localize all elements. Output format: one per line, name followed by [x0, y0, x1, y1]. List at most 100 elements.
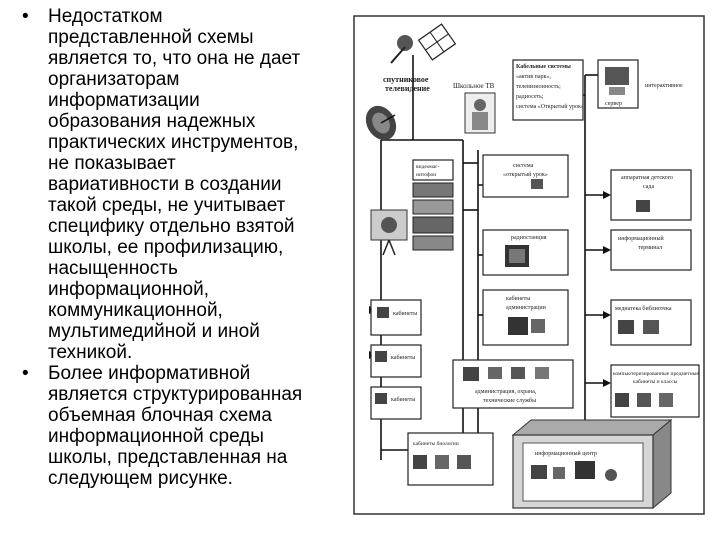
computer-icon	[508, 317, 528, 335]
tv-icon	[636, 200, 650, 212]
satellite-dish-icon	[365, 105, 397, 141]
bullet-line: информационной среды	[48, 426, 264, 447]
bullet-line: объемная блочная схема	[48, 405, 272, 426]
tv-icon	[375, 351, 387, 362]
computer-icon	[488, 367, 502, 379]
bullet-line: вариативности в создании	[48, 174, 282, 195]
tv-icon	[575, 461, 595, 479]
bullet-line: такой среды, не учитывает	[48, 195, 286, 216]
bullet-line: является то, что она не дает	[48, 48, 301, 69]
bullet-line: школы, представленная на	[48, 447, 288, 468]
computer-icon	[659, 393, 673, 407]
bullet-line: Недостатком	[48, 6, 163, 27]
disc-icon	[605, 469, 617, 481]
server-monitor-icon	[605, 67, 629, 85]
school-tv-label: Школьное ТВ	[453, 82, 495, 90]
bullet-line: не показывает	[48, 153, 176, 174]
computer-classes-box: компьютеризированные предметные кабинеты…	[610, 364, 700, 418]
cabinets-bottom-box: кабинеты биологии	[407, 432, 494, 486]
radio-station-label: радиостанция	[511, 235, 547, 241]
radio-station-box: радиостанция	[482, 229, 569, 276]
cabinets-box-2: кабинеты	[370, 344, 422, 378]
bullet-line: мультимедийной и иной	[48, 321, 260, 342]
bullet-line: представленной схемы	[48, 27, 254, 48]
open-lesson-label: система	[513, 163, 534, 169]
bullet-item-1: • Недостатком представленной схемы являе…	[22, 6, 352, 363]
computer-classes-label: компьютеризированные предметные	[613, 371, 699, 377]
admin-offices-label: кабинеты	[506, 295, 530, 302]
library-label: медиатека библиотека	[615, 305, 672, 312]
administration-label: технические службы	[483, 397, 536, 404]
bullet-line: информационной,	[48, 279, 210, 300]
district-hardware-label: сада	[643, 184, 654, 190]
bullet-marker: •	[22, 363, 29, 384]
projector-icon	[370, 209, 408, 256]
bullet-line: информатизации	[48, 90, 200, 111]
open-lesson-box: система «открытый урок»	[482, 154, 569, 198]
cabinets-label: кабинеты	[391, 354, 415, 361]
school-info-environment-diagram: спутниковое телевидение Школьное ТВ Кабе…	[353, 15, 705, 515]
satellite-icon	[390, 23, 457, 64]
bullet-list: • Недостатком представленной схемы являе…	[22, 6, 352, 489]
cabinets-bottom-label: кабинеты биологии	[413, 440, 459, 447]
cable-systems-label: телевизионность;	[516, 84, 561, 90]
bullet-line: Более информативной	[48, 363, 251, 384]
bullet-line: школы, ее профилизацию,	[48, 237, 284, 258]
tv-icon	[375, 393, 387, 404]
computer-icon	[511, 367, 525, 379]
open-lesson-label: «открытый урок»	[503, 171, 548, 178]
computer-icon	[435, 455, 449, 469]
computer-icon	[618, 320, 634, 334]
computer-icon	[463, 367, 479, 381]
computer-icon	[637, 393, 651, 407]
presenter-icon	[464, 92, 496, 134]
bullet-line: образования надежных	[48, 111, 256, 132]
bullet-line: техникой.	[48, 342, 133, 363]
satellite-tv-label: спутниковое	[383, 75, 429, 84]
library-box: медиатека библиотека	[610, 299, 692, 346]
server-label: сервер	[605, 101, 622, 107]
video-equipment: видеомаг- нитофон	[412, 159, 454, 251]
bullet-line: практических инструментов,	[48, 132, 299, 153]
bullet-line: организаторам	[48, 69, 180, 90]
info-center-label: информационный центр	[535, 450, 597, 457]
computer-icon	[615, 393, 629, 407]
server-box: сервер	[597, 59, 639, 109]
cabinets-box-3: кабинеты	[370, 386, 422, 420]
video-recorder-label: нитофон	[416, 171, 436, 178]
cable-systems-label: Кабельные системы	[516, 63, 571, 70]
computer-icon	[643, 320, 659, 334]
computer-icon	[457, 455, 471, 469]
bullet-line: следующем рисунке.	[48, 468, 233, 489]
cable-systems-label: система «Открытый урок»	[516, 103, 584, 110]
district-hardware-box: аппаратная детского сада	[610, 169, 692, 221]
cabinets-label: кабинеты	[393, 310, 417, 317]
video-recorder-label: видеомаг-	[416, 164, 440, 170]
cabinets-box-1: кабинеты	[370, 299, 422, 336]
tv-icon	[377, 307, 389, 318]
cable-systems-label: радиосеть;	[516, 94, 544, 100]
bullet-line: коммуникационной,	[48, 300, 223, 321]
cabinets-label: кабинеты	[391, 396, 415, 403]
camera-icon	[531, 179, 543, 189]
admin-offices-label: администрации	[506, 305, 547, 311]
bullet-marker: •	[22, 6, 29, 27]
bullet-line: специфику отдельно взятой	[48, 216, 295, 237]
computer-classes-label: кабинеты и классы	[633, 378, 678, 385]
district-hardware-label: аппаратная детского	[621, 175, 673, 181]
admin-offices-box: кабинеты администрации	[482, 289, 569, 346]
info-terminal-label: информационный	[618, 235, 665, 242]
info-terminal-box: информационный терминал	[610, 229, 692, 271]
info-center-box: информационный центр	[511, 418, 673, 510]
bullet-line: насыщенность	[48, 258, 178, 279]
computer-icon	[535, 367, 549, 379]
interactive-label: интерактивное	[645, 83, 683, 89]
bullet-item-2: • Более информативной является структури…	[22, 363, 352, 489]
bullet-line: является структурированная	[48, 384, 303, 405]
computer-icon	[531, 465, 547, 479]
computer-icon	[413, 455, 427, 469]
cable-systems-label: «актив парк»,	[516, 74, 551, 80]
computer-icon	[553, 467, 565, 479]
administration-box: администрация, охрана, технические служб…	[452, 359, 574, 409]
cable-systems-box: Кабельные системы «актив парк», телевизи…	[512, 59, 584, 121]
